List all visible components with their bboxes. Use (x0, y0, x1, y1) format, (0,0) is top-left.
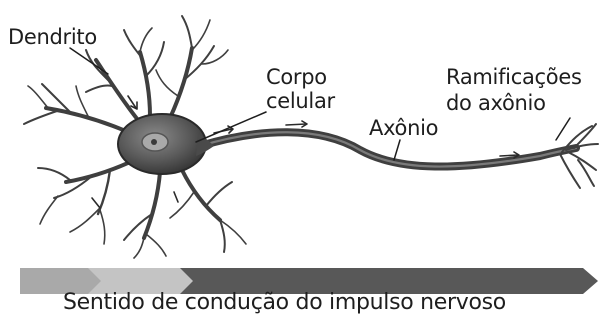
cell-body (118, 114, 214, 174)
label-corpo-celular-line1: Corpo (266, 66, 327, 88)
axon-terminals (560, 124, 598, 188)
nucleolus (151, 139, 157, 145)
label-ramificacoes-line2: do axônio (446, 92, 546, 114)
direction-caption: Sentido de condução do impulso nervoso (63, 292, 506, 314)
dendrito-pointer (70, 48, 108, 74)
label-ramificacoes-line1: Ramificações (446, 66, 582, 88)
label-dendrito: Dendrito (8, 26, 97, 48)
label-corpo-celular-line2: celular (266, 90, 335, 112)
label-axonio: Axônio (369, 117, 438, 139)
axonio-pointer (394, 140, 400, 160)
ramificacoes-pointer (556, 118, 570, 140)
